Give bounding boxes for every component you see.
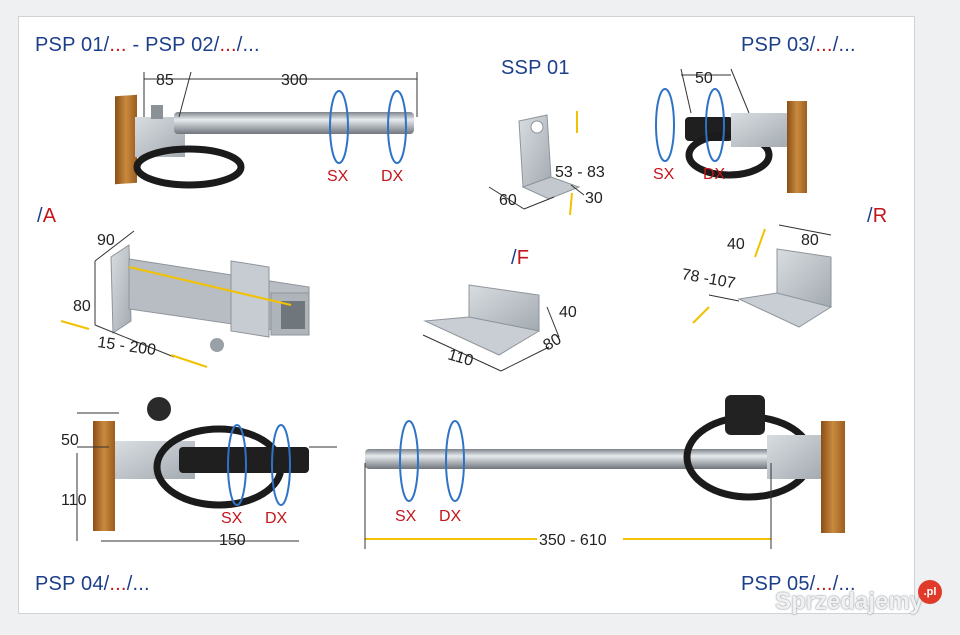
ssp01-dimension-lines xyxy=(488,184,585,210)
psp05-title: PSP 05/.../... xyxy=(741,573,856,595)
option-f-dimension-lines xyxy=(422,306,560,372)
option-f-dim-110: 110 xyxy=(446,347,475,370)
watermark-text: Sprzedajemy xyxy=(775,588,924,615)
psp04-rotation-arrows-icon xyxy=(227,424,291,506)
ssp01-dim-height: 53 - 83 xyxy=(555,164,605,181)
option-a-title: /A xyxy=(37,205,57,227)
ssp01-title: SSP 01 xyxy=(501,57,570,79)
psp05-sx-label: SX xyxy=(395,508,417,525)
option-a-arm xyxy=(110,244,310,352)
psp03-dimension-lines xyxy=(680,68,750,114)
psp04-dim-150: 150 xyxy=(219,532,246,549)
option-a-dim-80: 80 xyxy=(73,298,91,315)
option-r-yellow-arrows-icon xyxy=(692,228,766,324)
option-r-dim-range: 78 -107 xyxy=(680,266,736,292)
psp04-sx-label: SX xyxy=(221,510,243,527)
product-drawing: 85 300 SX DX 53 - 83 60 30 xyxy=(60,68,845,549)
psp01-02-title: PSP 01/... - PSP 02/.../... xyxy=(35,34,260,56)
option-r-bracket xyxy=(737,248,833,328)
psp03-title: PSP 03/.../... xyxy=(741,34,856,56)
psp04-title: PSP 04/.../... xyxy=(35,573,150,595)
option-r-title: /R xyxy=(867,205,888,227)
psp01-assembly xyxy=(115,94,414,189)
option-a-dim-range: 15 - 200 xyxy=(96,334,157,359)
option-r-dim-80: 80 xyxy=(801,232,819,249)
ssp01-dim-thickness: 30 xyxy=(585,190,603,207)
psp05-rotation-arrows-icon xyxy=(399,420,465,502)
psp04-dimension-lines xyxy=(76,412,337,542)
psp04-dim-110: 110 xyxy=(61,492,87,509)
psp04-assembly xyxy=(93,397,309,531)
option-a-dimension-lines xyxy=(94,230,175,358)
psp01-sx-label: SX xyxy=(327,168,349,185)
psp01-dx-label: DX xyxy=(381,168,404,185)
psp03-dx-label: DX xyxy=(703,166,726,183)
psp05-dim-length: 350 - 610 xyxy=(539,532,607,549)
psp01-dim-85: 85 xyxy=(156,72,174,89)
psp04-dim-50: 50 xyxy=(61,432,79,449)
psp03-rotation-arrows-icon xyxy=(655,88,725,162)
psp04-dx-label: DX xyxy=(265,510,288,527)
option-f-dim-40: 40 xyxy=(559,304,577,321)
ssp01-dim-width: 60 xyxy=(499,192,517,209)
psp03-sx-label: SX xyxy=(653,166,675,183)
psp03-dim-50: 50 xyxy=(695,70,713,87)
psp05-dx-label: DX xyxy=(439,508,462,525)
option-a-dim-90: 90 xyxy=(97,232,115,249)
option-f-title: /F xyxy=(511,247,530,269)
psp05-dimension-line xyxy=(364,463,772,549)
psp01-dim-300: 300 xyxy=(281,72,308,89)
psp01-rotation-arrows-icon xyxy=(329,90,407,164)
option-a-yellow-arrows-icon xyxy=(60,266,292,368)
ssp01-bracket xyxy=(518,114,581,200)
option-r-dimension-lines xyxy=(708,224,832,302)
watermark-badge-icon: .pl xyxy=(918,580,942,604)
psp05-assembly xyxy=(365,395,845,533)
option-r-dim-40: 40 xyxy=(727,236,745,253)
psp01-dimension-lines xyxy=(143,71,418,118)
catalog-sheet: 85 300 SX DX 53 - 83 60 30 xyxy=(18,16,915,614)
psp03-assembly xyxy=(685,101,807,193)
option-f-bracket xyxy=(423,284,541,356)
option-f-dim-80: 80 xyxy=(541,331,565,355)
ssp01-yellow-arrows-icon xyxy=(569,111,578,216)
